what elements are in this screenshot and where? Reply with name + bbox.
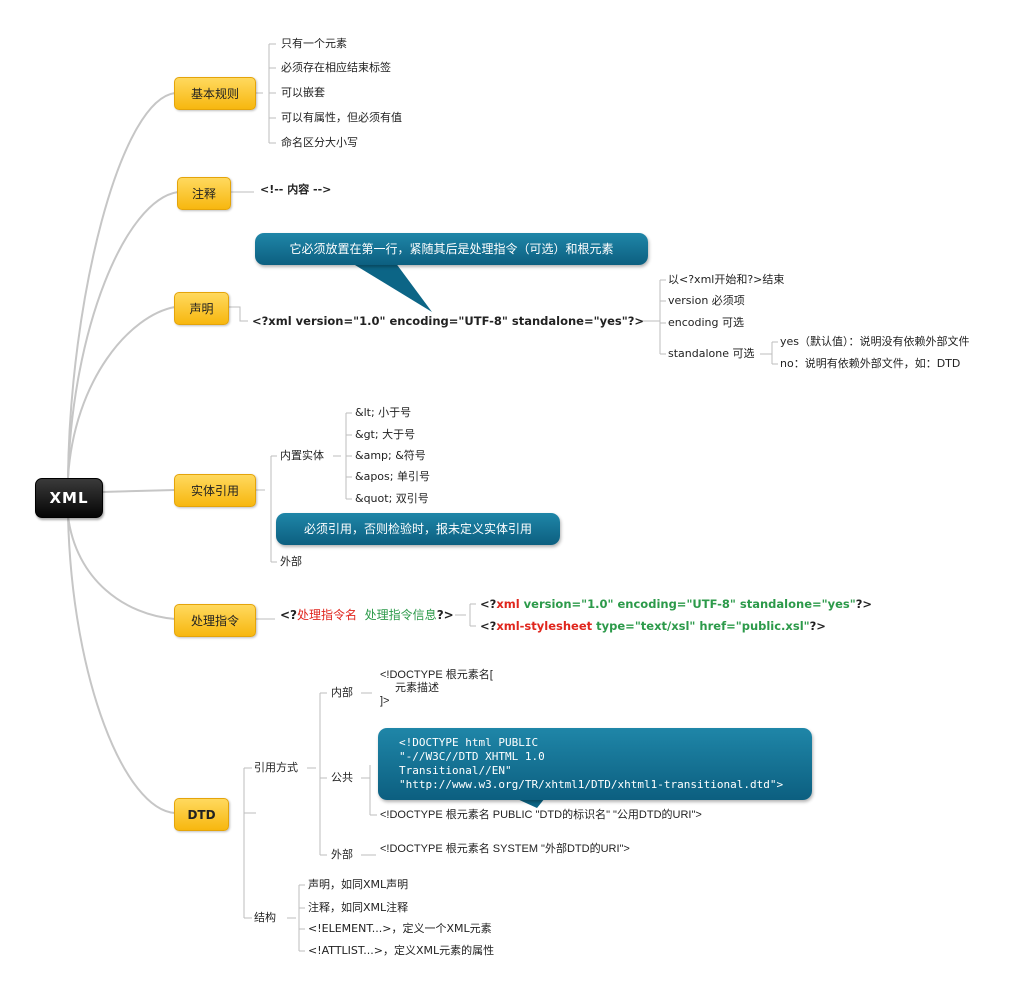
dtd-public-callout: <!DOCTYPE html PUBLIC "-//W3C//DTD XHTML…: [378, 728, 812, 800]
standalone-option: yes（默认值）：说明没有依赖外部文件: [780, 335, 970, 348]
dtd-public-label: 公共: [331, 771, 353, 784]
dtd-structure-item: <!ELEMENT...>，定义一个XML元素: [308, 922, 492, 935]
declaration-item: version 必须项: [668, 294, 745, 307]
entity-external-label: 外部: [280, 555, 302, 568]
pi-example: <?xml-stylesheet type="text/xsl" href="p…: [480, 619, 826, 633]
pi-example-close: ?>: [809, 619, 826, 633]
dtd-structure-item: <!ATTLIST...>，定义XML元素的属性: [308, 944, 495, 957]
pi-example-close: ?>: [855, 597, 873, 611]
topic-processing-instruction[interactable]: 处理指令: [174, 604, 256, 637]
root-node[interactable]: XML: [35, 478, 103, 518]
topic-basic-rules[interactable]: 基本规则: [174, 77, 256, 110]
declaration-item: standalone 可选: [668, 347, 755, 360]
pi-example-open: <?: [480, 619, 497, 633]
pi-example-name: xml: [496, 597, 520, 611]
entity-builtin-label: 内置实体: [280, 449, 324, 462]
declaration-example: <?xml version="1.0" encoding="UTF-8" sta…: [252, 314, 645, 328]
declaration-item: 以<?xml开始和?>结束: [668, 273, 785, 286]
pi-example-attrs: version="1.0" encoding="UTF-8" standalon…: [523, 597, 856, 611]
public-callout-line: "http://www.w3.org/TR/xhtml1/DTD/xhtml1-…: [399, 778, 784, 791]
comment-syntax: <!-- 内容 -->: [260, 183, 332, 196]
pi-name: 处理指令名: [297, 608, 358, 622]
entity-item: &apos; 单引号: [355, 470, 430, 483]
standalone-option: no：说明有依赖外部文件，如：DTD: [780, 357, 961, 370]
entity-item: &amp; &符号: [355, 449, 426, 462]
dtd-public-syntax: <!DOCTYPE 根元素名 PUBLIC "DTD的标识名" "公用DTD的U…: [380, 809, 702, 821]
declaration-callout: 它必须放置在第一行，紧随其后是处理指令（可选）和根元素: [255, 233, 648, 265]
pi-syntax: <?处理指令名 处理指令信息?>: [280, 608, 454, 622]
pi-open: <?: [280, 608, 298, 622]
rule-item: 命名区分大小写: [281, 136, 358, 149]
dtd-internal-line: <!DOCTYPE 根元素名[: [380, 669, 493, 681]
public-callout-line: Transitional//EN": [399, 764, 512, 777]
pi-example-name: xml-stylesheet: [496, 619, 593, 633]
pi-example-open: <?: [480, 597, 497, 611]
topic-entity-reference[interactable]: 实体引用: [174, 474, 256, 507]
pi-example: <?xml version="1.0" encoding="UTF-8" sta…: [480, 597, 872, 611]
topic-declaration[interactable]: 声明: [174, 292, 229, 325]
dtd-internal-line: ]>: [380, 695, 390, 707]
rule-item: 可以有属性，但必须有值: [281, 111, 402, 124]
dtd-internal-label: 内部: [331, 686, 353, 699]
public-callout-line: "-//W3C//DTD XHTML 1.0: [399, 750, 545, 763]
pi-info: 处理指令信息: [364, 608, 437, 622]
entity-callout: 必须引用，否则检验时，报未定义实体引用: [276, 513, 560, 545]
dtd-structure-label: 结构: [254, 911, 276, 924]
declaration-item: encoding 可选: [668, 316, 745, 329]
rule-item: 必须存在相应结束标签: [281, 61, 391, 74]
entity-item: &quot; 双引号: [355, 492, 429, 505]
rule-item: 可以嵌套: [281, 86, 325, 99]
pi-example-attrs: type="text/xsl" href="public.xsl": [596, 619, 810, 633]
topic-comment[interactable]: 注释: [177, 177, 231, 210]
dtd-structure-item: 注释，如同XML注释: [308, 901, 409, 914]
pi-close: ?>: [436, 608, 454, 622]
rule-item: 只有一个元素: [281, 37, 347, 50]
dtd-external-label: 外部: [331, 848, 353, 861]
public-callout-line: <!DOCTYPE html PUBLIC: [399, 736, 539, 749]
entity-item: &lt; 小于号: [355, 406, 412, 419]
dtd-structure-item: 声明，如同XML声明: [308, 878, 409, 891]
dtd-internal-line: 元素描述: [395, 682, 439, 694]
dtd-ref-label: 引用方式: [254, 761, 298, 774]
entity-item: &gt; 大于号: [355, 428, 416, 441]
topic-dtd[interactable]: DTD: [174, 798, 229, 831]
dtd-external-syntax: <!DOCTYPE 根元素名 SYSTEM "外部DTD的URI">: [380, 843, 630, 855]
